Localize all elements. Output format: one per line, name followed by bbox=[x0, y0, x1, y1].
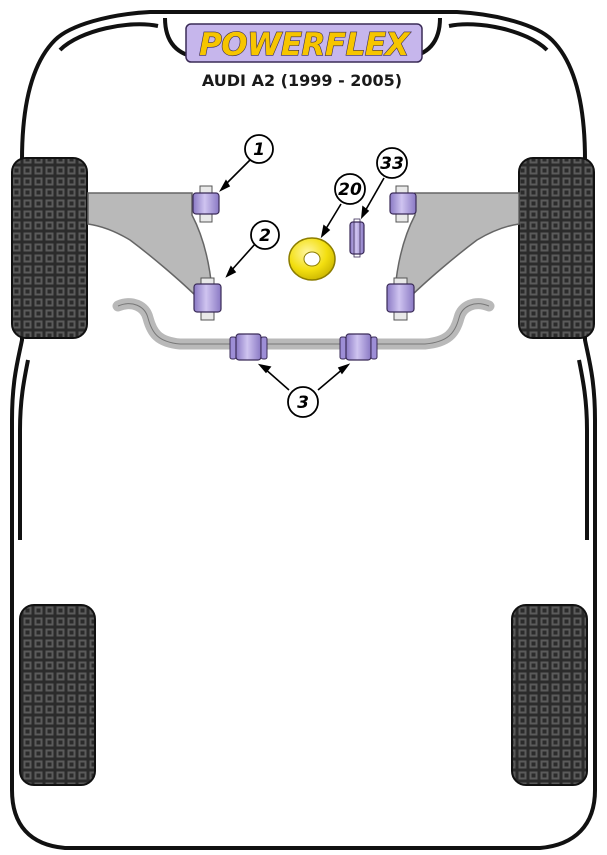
vehicle-title: AUDI A2 (1999 - 2005) bbox=[202, 71, 402, 90]
bush-icon bbox=[193, 283, 222, 313]
callout-label: 33 bbox=[380, 154, 404, 174]
tyre-front-left bbox=[11, 157, 88, 339]
bush-item-2-left[interactable] bbox=[193, 277, 222, 321]
brand-name: POWERFLEX bbox=[199, 27, 411, 63]
car-body-outline bbox=[10, 10, 597, 850]
bush-icon bbox=[235, 333, 262, 361]
tyre-icon bbox=[511, 604, 588, 786]
mount-item-33[interactable] bbox=[349, 218, 365, 258]
callout-label: 20 bbox=[338, 180, 362, 200]
anti-roll-bar bbox=[112, 298, 495, 350]
wishbone-right bbox=[394, 192, 520, 302]
tyre-icon bbox=[518, 157, 595, 339]
callout-label: 3 bbox=[297, 393, 309, 413]
callout-1[interactable]: 1 bbox=[244, 134, 274, 164]
bush-item-1-left[interactable] bbox=[192, 185, 220, 223]
bush-icon bbox=[345, 333, 372, 361]
bush-icon bbox=[349, 221, 365, 255]
callout-label: 2 bbox=[259, 226, 271, 246]
tyre-rear-right bbox=[511, 604, 588, 786]
callout-33[interactable]: 33 bbox=[376, 147, 408, 179]
callout-3[interactable]: 3 bbox=[287, 386, 319, 418]
bush-item-3-right[interactable] bbox=[339, 333, 378, 361]
tyre-icon bbox=[19, 604, 96, 786]
bush-icon bbox=[386, 283, 415, 313]
bush-item-3-left[interactable] bbox=[229, 333, 268, 361]
powerflex-logo: POWERFLEX bbox=[185, 23, 423, 64]
callout-2[interactable]: 2 bbox=[250, 220, 280, 250]
bush-icon bbox=[389, 192, 417, 215]
tyre-icon bbox=[11, 157, 88, 339]
bush-item-2-right[interactable] bbox=[386, 277, 415, 321]
tyre-rear-left bbox=[19, 604, 96, 786]
callout-label: 1 bbox=[253, 140, 265, 160]
callout-20[interactable]: 20 bbox=[334, 173, 366, 205]
leader-arrow-icon bbox=[219, 159, 385, 391]
tyre-front-right bbox=[518, 157, 595, 339]
mount-item-20[interactable] bbox=[288, 237, 336, 281]
bush-icon bbox=[192, 192, 220, 215]
bush-item-1-right[interactable] bbox=[389, 185, 417, 223]
wishbone-left bbox=[87, 192, 213, 302]
